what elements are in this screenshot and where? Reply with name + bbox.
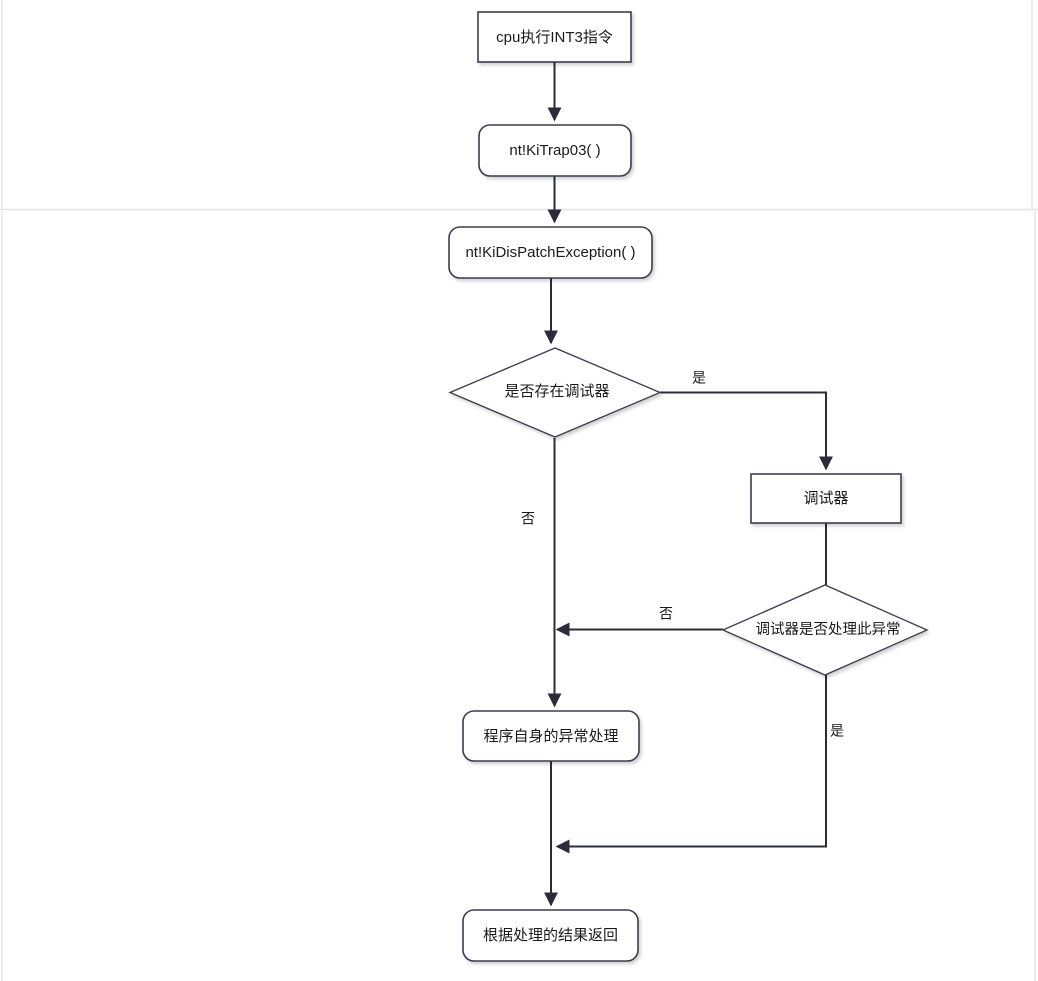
node-cpu-int3-label: cpu执行INT3指令 (496, 29, 613, 46)
edge-label-handle-check-yes: 是 (830, 723, 844, 739)
node-kidispatchexception-label: nt!KiDisPatchException( ) (465, 244, 635, 261)
node-kitrap03-shape (478, 124, 632, 177)
node-handle-check-shape (721, 584, 929, 676)
node-kidispatchexception-shape (448, 226, 653, 279)
edge-labels-layer: 是 否 否 是 (521, 370, 844, 739)
nodes-layer: cpu执行INT3指令 nt!KiTrap03( ) nt!KiDisPatch… (448, 11, 929, 962)
edges-layer (544, 62, 833, 907)
node-debugger-check-label: 是否存在调试器 (504, 383, 609, 400)
node-debugger[interactable]: 调试器 (750, 473, 902, 524)
edge-label-debugger-check-yes: 是 (692, 370, 706, 386)
node-handle-check-label: 调试器是否处理此异常 (756, 621, 901, 638)
node-self-handler-label: 程序自身的异常处理 (483, 728, 618, 745)
node-debugger-check[interactable]: 是否存在调试器 (448, 347, 662, 438)
edge-handle-check-yes-to-return (555, 675, 827, 854)
node-return-result-shape (462, 909, 639, 962)
node-kitrap03-label: nt!KiTrap03( ) (509, 142, 600, 159)
edge-label-handle-check-no: 否 (659, 606, 673, 622)
node-cpu-int3[interactable]: cpu执行INT3指令 (477, 11, 632, 63)
node-return-result-label: 根据处理的结果返回 (483, 927, 618, 944)
edge-debugger-check-yes-to-debugger (660, 391, 833, 471)
node-self-handler[interactable]: 程序自身的异常处理 (462, 710, 640, 762)
node-debugger-label: 调试器 (803, 490, 848, 507)
node-kitrap03[interactable]: nt!KiTrap03( ) (478, 124, 632, 177)
edge-label-debugger-check-no: 否 (521, 511, 535, 527)
node-handle-check[interactable]: 调试器是否处理此异常 (721, 584, 929, 676)
node-debugger-check-shape (448, 347, 662, 438)
node-cpu-int3-shape (477, 11, 632, 63)
node-self-handler-shape (462, 710, 640, 762)
node-kidispatchexception[interactable]: nt!KiDisPatchException( ) (448, 226, 653, 279)
node-debugger-shape (750, 473, 902, 524)
node-return-result[interactable]: 根据处理的结果返回 (462, 909, 639, 962)
